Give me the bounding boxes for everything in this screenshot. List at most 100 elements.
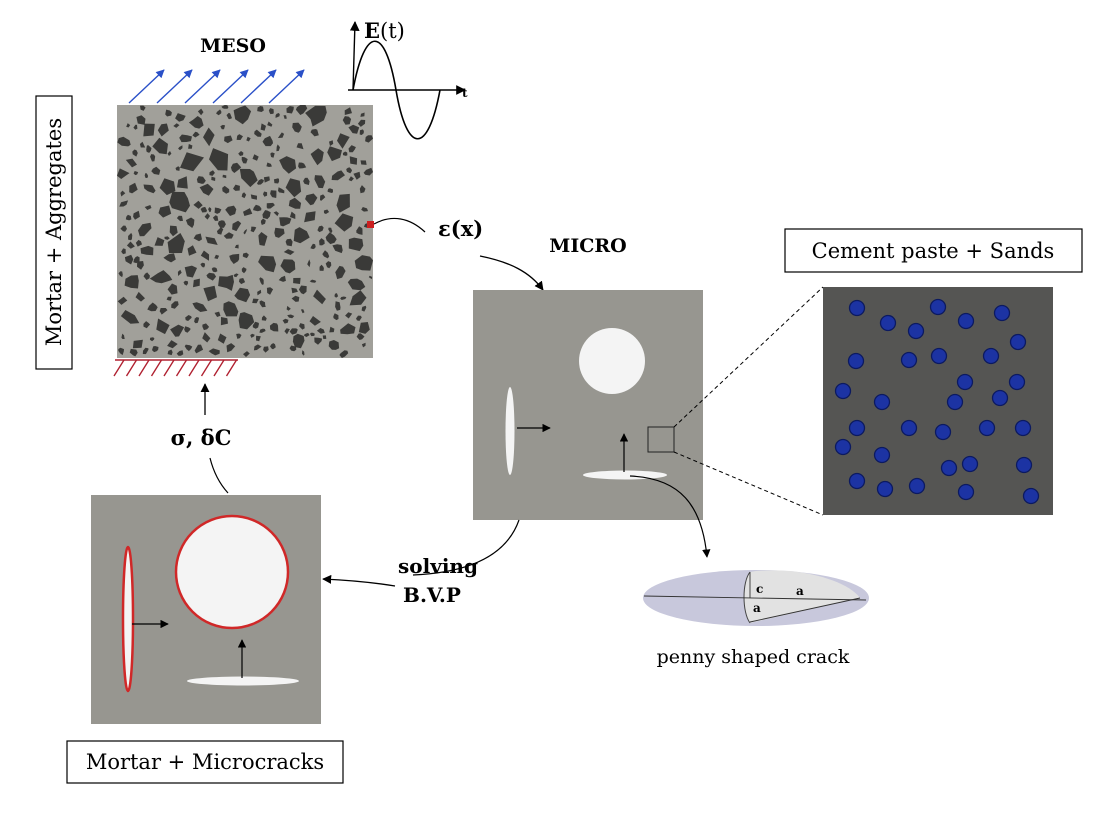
aggregate-particle xyxy=(159,178,176,196)
aggregate-particle xyxy=(208,207,212,213)
aggregate-particle xyxy=(149,270,173,284)
aggregate-particle xyxy=(278,275,286,282)
aggregate-particle xyxy=(214,311,221,317)
aggregate-particle xyxy=(348,145,356,153)
aggregate-particle xyxy=(243,351,250,357)
meso-side-label: Mortar + Aggregates xyxy=(35,95,73,370)
aggregate-particle xyxy=(142,347,149,355)
aggregate-particle xyxy=(310,243,316,250)
aggregate-particle xyxy=(203,127,215,147)
aggregate-particle xyxy=(217,333,227,344)
aggregate-particle xyxy=(193,278,200,288)
aggregate-particle xyxy=(356,226,363,235)
aggregate-particle xyxy=(229,253,240,264)
aggregate-particle xyxy=(126,241,135,249)
aggregate-particle xyxy=(282,318,289,324)
aggregate-particle xyxy=(336,193,350,213)
aggregate-particle xyxy=(202,323,210,331)
sand-grain xyxy=(946,393,964,411)
aggregate-particle xyxy=(313,289,326,305)
aggregate-particle xyxy=(159,308,168,315)
aggregate-particle xyxy=(120,310,140,324)
aggregate-particle xyxy=(302,350,305,356)
homog-label: σ, δC xyxy=(171,425,232,450)
aggregate-particle xyxy=(183,280,189,286)
solving-arrow xyxy=(322,574,396,587)
micro-void xyxy=(579,328,645,394)
aggregate-particle xyxy=(329,140,334,146)
aggregate-particle xyxy=(133,124,138,130)
aggregate-particle xyxy=(333,313,339,321)
aggregate-particle xyxy=(243,208,253,216)
time-label: t xyxy=(462,86,468,100)
aggregate-particle xyxy=(170,324,185,337)
aggregate-particle xyxy=(349,156,358,165)
aggregate-particle xyxy=(270,152,275,158)
aggregate-particle xyxy=(303,177,310,185)
aggregate-particle xyxy=(261,315,267,321)
aggregate-particle xyxy=(225,205,237,216)
aggregate-particle xyxy=(216,227,224,235)
aggregate-particle xyxy=(169,225,178,237)
aggregate-particle xyxy=(360,112,365,117)
aggregate-particle xyxy=(234,287,251,303)
aggregate-particle xyxy=(316,328,325,334)
aggregate-particle xyxy=(283,115,287,119)
aggregate-particle xyxy=(258,232,268,246)
microcracks-vertical-crack xyxy=(121,545,135,693)
aggregate-particle xyxy=(143,123,155,137)
sand-grain xyxy=(834,438,852,456)
sand-grain xyxy=(1008,373,1026,391)
aggregate-particle xyxy=(238,151,244,156)
sand-grains xyxy=(834,298,1040,505)
aggregate-particle xyxy=(120,225,127,232)
aggregate-particle xyxy=(119,200,129,207)
aggregate-particle xyxy=(139,141,146,148)
sand-grain xyxy=(834,382,852,400)
aggregate-particle xyxy=(269,322,279,332)
aggregate-particle xyxy=(125,214,132,221)
aggregate-particle xyxy=(259,328,266,333)
aggregate-particle xyxy=(325,232,337,245)
aggregate-particle xyxy=(129,348,138,357)
aggregate-particle xyxy=(238,312,255,330)
aggregate-particle xyxy=(270,343,276,350)
load-arrow xyxy=(184,69,221,104)
aggregate-particle xyxy=(305,193,318,206)
aggregate-particle xyxy=(117,296,128,305)
aggregate-particle xyxy=(220,317,228,326)
aggregate-particle xyxy=(132,149,138,157)
aggregate-particle xyxy=(194,317,200,324)
strain-label: ε(x) xyxy=(438,216,483,241)
aggregate-particle xyxy=(212,215,219,221)
aggregate-particle xyxy=(156,318,170,335)
aggregate-particle xyxy=(193,200,203,209)
meso-side-label-text: Mortar + Aggregates xyxy=(42,118,66,346)
aggregate-particle xyxy=(293,227,310,244)
aggregate-particle xyxy=(309,316,321,326)
micro-title: MICRO xyxy=(549,235,626,257)
aggregate-particle xyxy=(285,238,293,247)
aggregate-particle xyxy=(121,248,126,255)
sand-grain xyxy=(940,459,958,477)
hatch-line xyxy=(125,359,138,377)
load-arrow xyxy=(212,69,249,104)
sand-grain xyxy=(900,419,918,437)
sand-grain xyxy=(876,480,894,498)
aggregate-particle xyxy=(163,253,176,263)
aggregate-particle xyxy=(334,293,339,298)
aggregate-particle xyxy=(167,283,178,295)
sand-grain xyxy=(957,483,975,501)
aggregate-particle xyxy=(143,321,151,329)
penny-caption: penny shaped crack xyxy=(657,646,850,668)
aggregate-particle xyxy=(328,227,333,234)
aggregate-particle xyxy=(173,123,180,128)
aggregate-particle xyxy=(167,349,173,356)
aggregate-particle xyxy=(368,275,373,280)
sand-grain xyxy=(848,299,866,317)
aggregates xyxy=(117,105,373,358)
aggregate-particle xyxy=(206,272,217,281)
aggregate-particle xyxy=(322,335,327,339)
microcracks-void xyxy=(174,514,290,630)
aggregate-particle xyxy=(185,315,192,321)
